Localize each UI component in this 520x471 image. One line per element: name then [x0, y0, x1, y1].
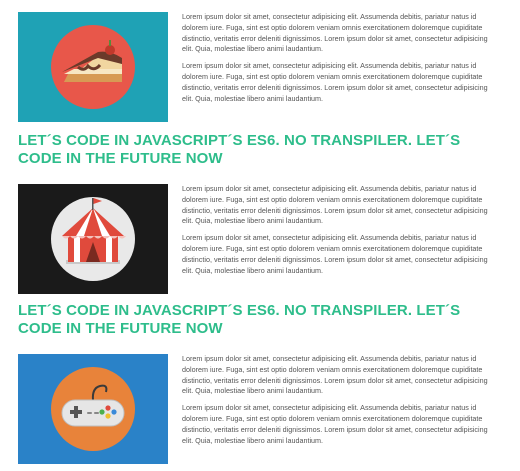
paragraph: Lorem ipsum dolor sit amet, consectetur …: [182, 354, 488, 396]
circus-tent-icon: [18, 184, 168, 294]
paragraph: Lorem ipsum dolor sit amet, consectetur …: [182, 12, 488, 54]
article-image-2[interactable]: [18, 184, 168, 294]
paragraph: Lorem ipsum dolor sit amet, consectetur …: [182, 403, 488, 445]
article-image-3[interactable]: [18, 354, 168, 464]
article-text-3: Lorem ipsum dolor sit amet, consectetur …: [182, 354, 500, 452]
paragraph: Lorem ipsum dolor sit amet, consectetur …: [182, 61, 488, 103]
article-headline-2[interactable]: LET´S CODE IN JAVASCRIPT´S ES6. NO TRANS…: [18, 302, 461, 337]
paragraph: Lorem ipsum dolor sit amet, consectetur …: [182, 233, 488, 275]
article-text-2: Lorem ipsum dolor sit amet, consectetur …: [182, 184, 500, 282]
cake-slice-icon: [18, 12, 168, 122]
gamepad-icon: [18, 354, 168, 464]
article-headline-1[interactable]: LET´S CODE IN JAVASCRIPT´S ES6. NO TRANS…: [18, 132, 461, 167]
article-text-1: Lorem ipsum dolor sit amet, consectetur …: [182, 12, 500, 110]
paragraph: Lorem ipsum dolor sit amet, consectetur …: [182, 184, 488, 226]
article-image-1[interactable]: [18, 12, 168, 122]
